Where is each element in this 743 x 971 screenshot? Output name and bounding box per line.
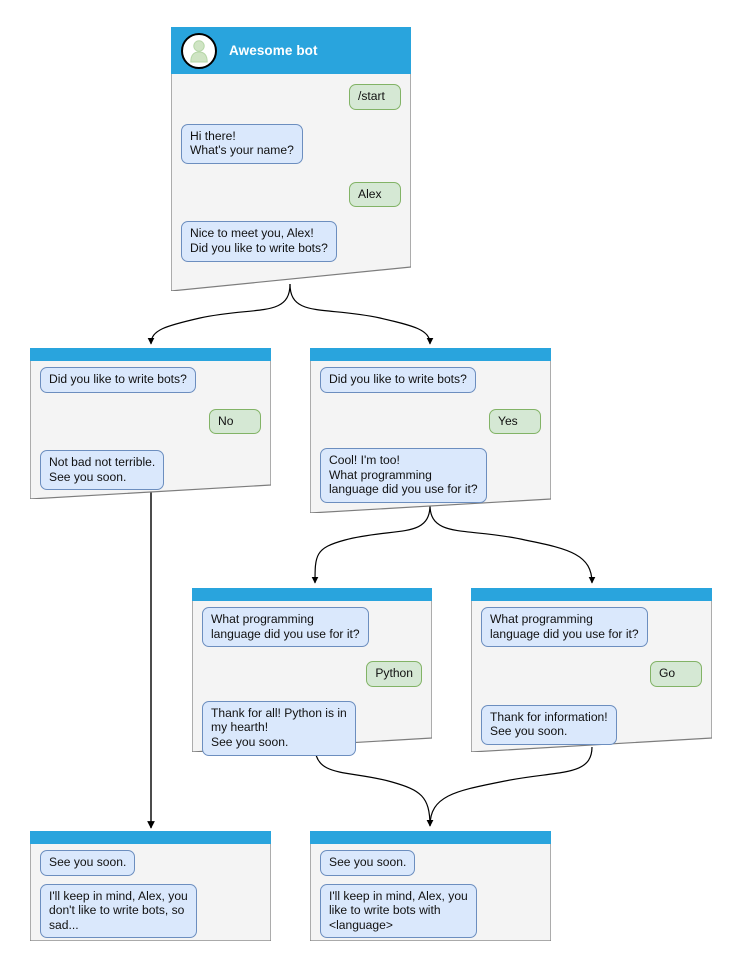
chat-row: Python — [202, 661, 430, 687]
node-answer-go-titlebar — [471, 588, 712, 601]
user-message-bubble[interactable]: Yes — [489, 408, 541, 435]
chat-row: Nice to meet you, Alex! Did you like to … — [181, 221, 401, 262]
edge-yes-to-go — [429, 504, 596, 584]
chat-row: What programming language did you use fo… — [202, 607, 422, 648]
chat-row: Yes — [320, 408, 549, 435]
node-end-sad-chat: See you soon. I'll keep in mind, Alex, y… — [30, 844, 271, 939]
user-message-bubble[interactable]: Alex — [349, 181, 401, 208]
chat-row: Thank for information! See you soon. — [481, 704, 702, 745]
user-message-bubble[interactable]: /start — [349, 84, 401, 110]
bot-title: Awesome bot — [229, 43, 318, 58]
bot-message-bubble[interactable]: I'll keep in mind, Alex, you like to wri… — [320, 883, 477, 939]
node-end-sad[interactable]: See you soon. I'll keep in mind, Alex, y… — [30, 831, 271, 941]
chat-row: Not bad not terrible. See you soon. — [40, 450, 261, 491]
node-answer-yes-titlebar — [310, 348, 551, 361]
edge-go-to-end-happy — [426, 746, 593, 827]
chat-row: Did you like to write bots? — [320, 367, 541, 393]
bot-message-bubble[interactable]: Did you like to write bots? — [320, 367, 476, 393]
bot-message-bubble[interactable]: Nice to meet you, Alex! Did you like to … — [181, 221, 337, 262]
chat-row: No — [40, 408, 269, 435]
person-avatar-icon — [181, 32, 217, 69]
chat-row: See you soon. — [320, 850, 541, 876]
node-answer-no[interactable]: Did you like to write bots? No Not bad n… — [30, 348, 271, 499]
node-answer-yes-chat: Did you like to write bots? Yes Cool! I'… — [310, 361, 551, 503]
node-end-happy[interactable]: See you soon. I'll keep in mind, Alex, y… — [310, 831, 551, 941]
edge-start-to-no — [147, 283, 291, 345]
bot-message-bubble[interactable]: Hi there! What's your name? — [181, 123, 303, 164]
node-end-sad-titlebar — [30, 831, 271, 844]
bot-message-bubble[interactable]: See you soon. — [40, 850, 136, 876]
bot-message-bubble[interactable]: What programming language did you use fo… — [202, 607, 369, 648]
bot-message-bubble[interactable]: What programming language did you use fo… — [481, 607, 648, 648]
chat-row: I'll keep in mind, Alex, you don't like … — [40, 883, 261, 939]
chat-row: Did you like to write bots? — [40, 367, 261, 393]
chat-row: What programming language did you use fo… — [481, 607, 702, 648]
chat-row: See you soon. — [40, 850, 261, 876]
node-start-chat: /start Hi there! What's your name? Alex … — [171, 74, 411, 262]
bot-message-bubble[interactable]: Cool! I'm too! What programming language… — [320, 448, 487, 503]
chat-row: Cool! I'm too! What programming language… — [320, 448, 541, 503]
chat-row: Hi there! What's your name? — [181, 123, 401, 164]
user-message-bubble[interactable]: Go — [650, 661, 702, 687]
node-start-titlebar: Awesome bot — [171, 27, 411, 74]
chat-row: Go — [481, 661, 710, 687]
bot-message-bubble[interactable]: Thank for information! See you soon. — [481, 704, 617, 745]
bot-message-bubble[interactable]: Thank for all! Python is in my hearth! S… — [202, 700, 356, 756]
edge-python-to-end-happy — [314, 746, 434, 827]
node-end-happy-chat: See you soon. I'll keep in mind, Alex, y… — [310, 844, 551, 939]
node-answer-python-chat: What programming language did you use fo… — [192, 601, 432, 756]
bot-message-bubble[interactable]: See you soon. — [320, 850, 416, 876]
bot-message-bubble[interactable]: Did you like to write bots? — [40, 367, 196, 393]
chat-row: Alex — [181, 181, 409, 208]
node-answer-python[interactable]: What programming language did you use fo… — [192, 588, 432, 756]
chat-row: Thank for all! Python is in my hearth! S… — [202, 700, 422, 756]
chat-row: /start — [181, 84, 409, 110]
bot-message-bubble[interactable]: Not bad not terrible. See you soon. — [40, 450, 165, 491]
node-answer-go-chat: What programming language did you use fo… — [471, 601, 712, 745]
chat-row: I'll keep in mind, Alex, you like to wri… — [320, 883, 541, 939]
user-message-bubble[interactable]: Python — [366, 661, 422, 687]
node-start[interactable]: Awesome bot /start Hi there! What's your… — [171, 27, 411, 291]
node-answer-no-titlebar — [30, 348, 271, 361]
node-end-happy-titlebar — [310, 831, 551, 844]
edge-yes-to-python — [311, 504, 431, 584]
node-answer-no-chat: Did you like to write bots? No Not bad n… — [30, 361, 271, 491]
node-answer-python-titlebar — [192, 588, 432, 601]
node-answer-go[interactable]: What programming language did you use fo… — [471, 588, 712, 752]
user-message-bubble[interactable]: No — [209, 408, 261, 435]
edge-start-to-yes — [289, 283, 434, 345]
bot-message-bubble[interactable]: I'll keep in mind, Alex, you don't like … — [40, 883, 197, 939]
node-answer-yes[interactable]: Did you like to write bots? Yes Cool! I'… — [310, 348, 551, 513]
